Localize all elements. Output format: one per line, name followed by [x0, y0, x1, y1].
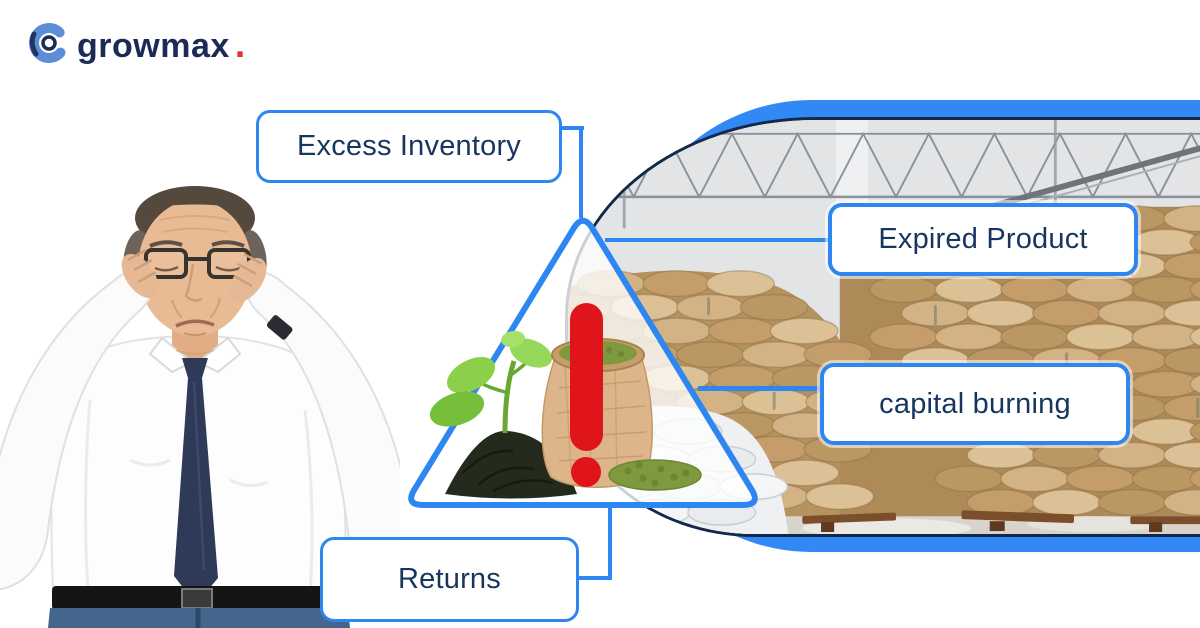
callout-returns: Returns — [320, 537, 579, 622]
spilled-beans-icon — [608, 459, 702, 491]
stressed-businessman-photo — [0, 160, 411, 628]
connector-expired — [605, 238, 830, 242]
callout-excess-inventory: Excess Inventory — [256, 110, 562, 183]
brand-text: growmax — [77, 26, 230, 65]
callout-capital-burning-label: capital burning — [879, 387, 1071, 420]
callout-expired-product: Expired Product — [828, 203, 1138, 276]
callout-returns-label: Returns — [398, 563, 501, 595]
callout-capital-burning: capital burning — [820, 363, 1130, 445]
connector-excess-h — [554, 126, 584, 130]
growmax-logo: growmax . — [26, 20, 245, 71]
warning-triangle-icon — [393, 203, 773, 515]
callout-excess-inventory-label: Excess Inventory — [296, 130, 521, 162]
exclamation-mark-icon — [570, 303, 603, 487]
seedling-icon — [429, 330, 552, 434]
g-swirl-icon — [26, 20, 72, 71]
connector-returns-v — [608, 505, 612, 580]
connector-returns-h — [571, 576, 612, 580]
connector-excess-v — [579, 126, 583, 218]
wrist-watch-icon — [266, 315, 293, 340]
connector-capital — [698, 386, 823, 391]
brand-dot: . — [234, 24, 246, 67]
callout-expired-product-label: Expired Product — [878, 223, 1088, 255]
